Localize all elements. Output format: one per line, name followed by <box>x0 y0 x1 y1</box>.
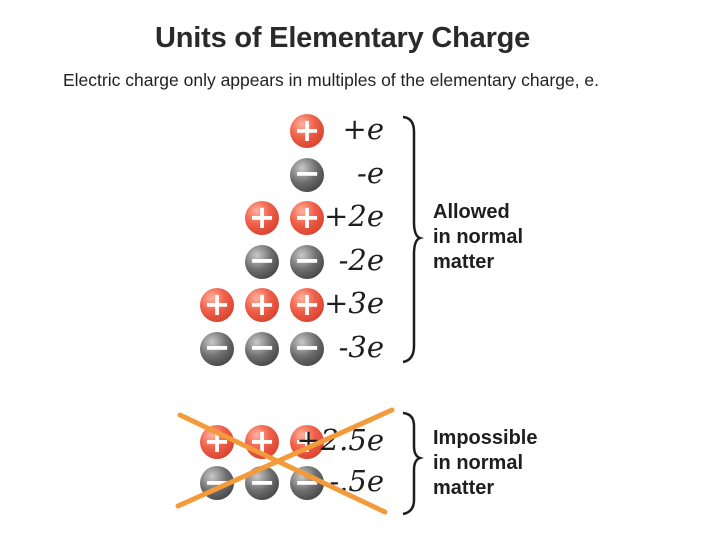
charge-sign: + <box>203 284 231 323</box>
charge-value-label: -.5e <box>329 464 384 498</box>
negative-charge-icon: − <box>290 241 324 279</box>
positive-charge-icon: + <box>290 288 324 322</box>
negative-charge-icon: − <box>290 154 324 192</box>
charge-sign: + <box>248 197 276 236</box>
charge-sign: − <box>248 241 276 279</box>
impossible-brace <box>402 411 424 516</box>
charge-sign: − <box>293 241 321 279</box>
charge-value-label: -3e <box>338 329 384 364</box>
positive-charge-icon: + <box>245 201 279 235</box>
positive-charge-icon: + <box>290 201 324 235</box>
charge-value-label: -e <box>357 155 384 190</box>
charge-value-label: -2e <box>338 242 384 277</box>
charge-sign: + <box>293 197 321 236</box>
positive-charge-icon: + <box>200 288 234 322</box>
impossible-label-line-1: Impossible <box>433 427 538 449</box>
negative-charge-icon: − <box>200 466 234 500</box>
charge-value-label: +3e <box>324 286 384 320</box>
impossible-label-line-2: in normal <box>433 452 524 474</box>
impossible-label: Impossible in normal matter <box>433 426 537 501</box>
allowed-label-line-3: matter <box>433 251 495 273</box>
charge-sign: − <box>293 328 321 366</box>
charge-sign: + <box>293 110 321 149</box>
allowed-brace <box>402 115 424 364</box>
charge-sign: − <box>293 154 321 192</box>
charge-sign: + <box>293 284 321 323</box>
negative-charge-icon: − <box>245 328 279 366</box>
allowed-label-line-1: Allowed <box>433 201 510 223</box>
negative-charge-icon: − <box>245 241 279 279</box>
charge-sign: + <box>203 421 231 460</box>
page-title: Units of Elementary Charge <box>155 22 531 54</box>
charge-value-label: +e <box>342 112 384 146</box>
charge-sign: + <box>248 284 276 323</box>
positive-charge-icon: + <box>200 425 234 459</box>
charge-sign: − <box>203 462 231 501</box>
page-subtitle: Electric charge only appears in multiple… <box>63 70 599 90</box>
charge-value-label: +2e <box>324 199 384 233</box>
charge-sign: − <box>248 328 276 366</box>
negative-charge-icon: − <box>200 328 234 366</box>
impossible-label-line-3: matter <box>433 477 495 499</box>
positive-charge-icon: + <box>290 114 324 148</box>
allowed-label: Allowed in normal matter <box>433 200 523 275</box>
positive-charge-icon: + <box>245 288 279 322</box>
charge-sign: − <box>203 328 231 366</box>
negative-charge-icon: − <box>290 328 324 366</box>
allowed-label-line-2: in normal <box>433 226 524 248</box>
charge-value-label: +2.5e <box>296 423 384 457</box>
